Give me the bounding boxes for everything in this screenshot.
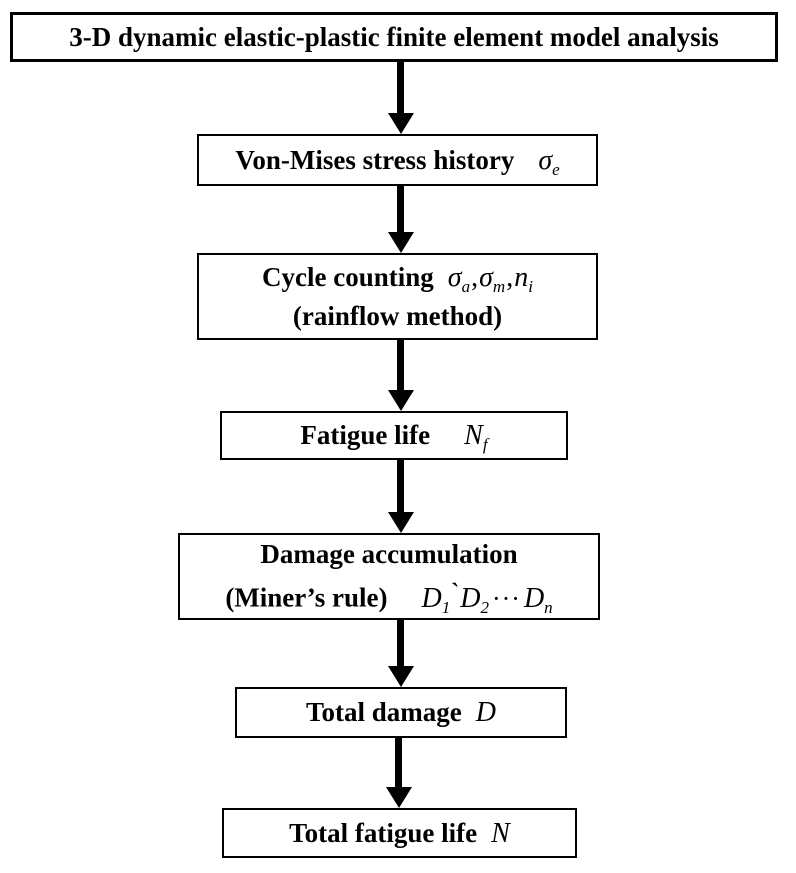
dn-symbol: Dn bbox=[523, 582, 553, 617]
arrow-down-icon bbox=[387, 62, 414, 134]
n-symbol: N bbox=[491, 817, 510, 849]
arrow-head bbox=[385, 787, 412, 808]
arrow-down-icon bbox=[387, 186, 414, 253]
node-damage-accumulation-sublabel: (Miner’s rule)D1`D2···Dn bbox=[225, 580, 553, 617]
arrow-down-icon bbox=[387, 460, 414, 533]
arrow-shaft bbox=[397, 186, 404, 232]
node-cycle-counting-sublabel: (rainflow method) bbox=[292, 300, 503, 331]
n-i-symbol: ni bbox=[514, 261, 533, 296]
arrow-head bbox=[387, 512, 414, 533]
arrow-shaft bbox=[397, 620, 404, 666]
arrow-shaft bbox=[395, 738, 402, 787]
sigma-e-symbol: σe bbox=[538, 144, 560, 179]
n-f-symbol: Nf bbox=[464, 420, 488, 454]
arrow-down-icon bbox=[387, 620, 414, 687]
node-damage-accumulation: Damage accumulation (Miner’s rule)D1`D2·… bbox=[178, 533, 600, 620]
d1-symbol: D1` bbox=[421, 580, 460, 617]
sigma-a-symbol: σa, bbox=[447, 261, 479, 296]
arrow-head bbox=[387, 390, 414, 411]
arrow-shaft bbox=[397, 340, 404, 390]
node-fem-analysis-label: 3-D dynamic elastic-plastic finite eleme… bbox=[69, 21, 719, 52]
d-symbol: D bbox=[475, 697, 496, 728]
sigma-m-symbol: σm, bbox=[479, 261, 514, 296]
node-damage-accumulation-label: Damage accumulation bbox=[260, 539, 518, 570]
arrow-down-icon bbox=[387, 340, 414, 411]
arrow-head bbox=[387, 666, 414, 687]
arrow-shaft bbox=[397, 460, 404, 512]
node-fem-analysis: 3-D dynamic elastic-plastic finite eleme… bbox=[10, 12, 778, 62]
arrow-head bbox=[387, 232, 414, 253]
d2-symbol: D2··· bbox=[460, 582, 521, 617]
arrow-head bbox=[387, 113, 414, 134]
arrow-shaft bbox=[397, 62, 404, 113]
arrow-down-icon bbox=[385, 738, 412, 808]
